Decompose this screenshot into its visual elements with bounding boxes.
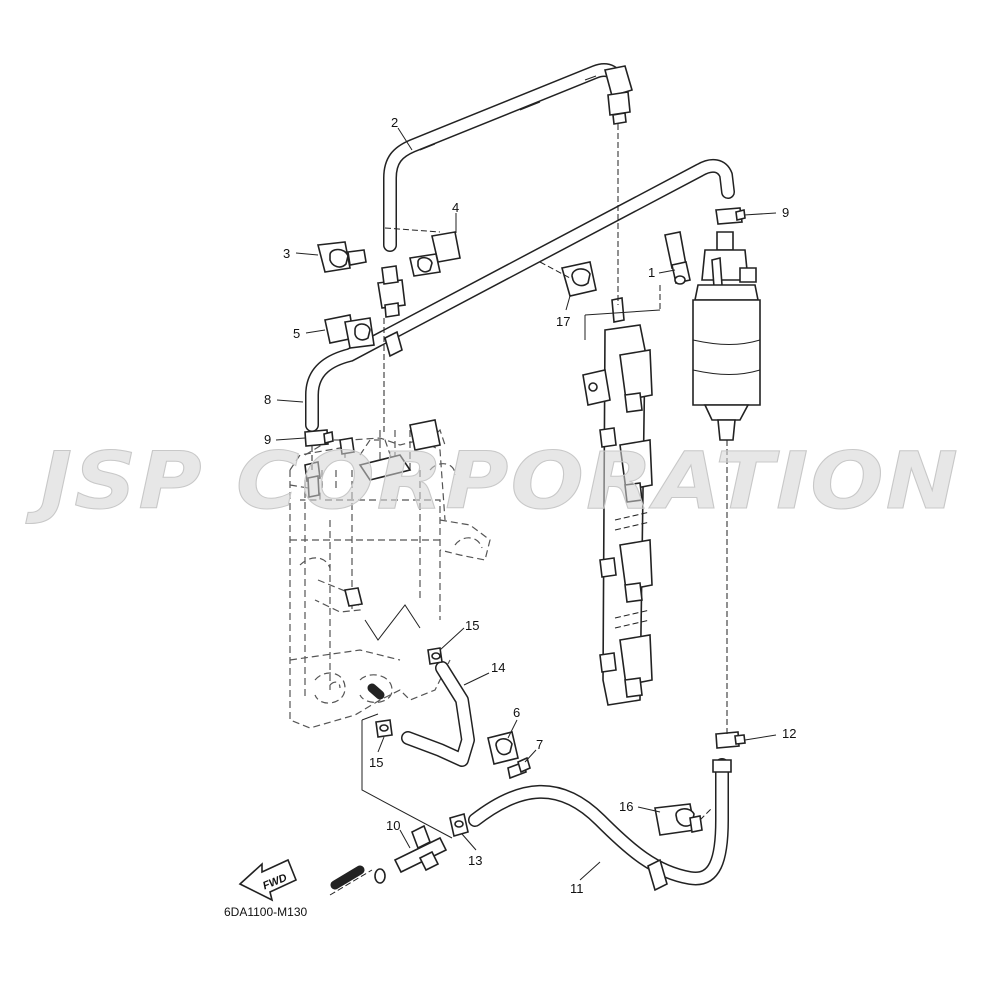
clamp-1: [664, 231, 691, 285]
clip-13: [449, 812, 469, 838]
bolt-7: [507, 756, 531, 780]
callout-leaders: [275, 127, 777, 881]
callout-12: 12: [782, 726, 796, 741]
clip-15-lower: [375, 719, 393, 738]
callout-15-lower: 15: [369, 755, 383, 770]
fitting-block: [304, 419, 441, 607]
forward-arrow: FWD: [238, 858, 298, 902]
callout-9-upper: 9: [782, 205, 789, 220]
injector-4: [619, 634, 653, 698]
connector-mid: [377, 265, 406, 318]
callout-4: 4: [452, 200, 459, 215]
callout-5: 5: [293, 326, 300, 341]
callout-15-upper: 15: [465, 618, 479, 633]
joint-10: [374, 824, 448, 884]
clip-15-upper: [427, 647, 443, 665]
injector-3: [619, 539, 653, 603]
fuel-rail: [582, 297, 653, 706]
cylinder-block-outline: [289, 428, 491, 729]
callout-labels: 1 2 3 4 5 6 7 8 9 9 10 11 12 13 14 15 15…: [264, 115, 796, 896]
watermark-text: JSP CORPORATION: [26, 437, 960, 527]
diagram-code: 6DA1100-M130: [224, 905, 307, 919]
callout-13: 13: [468, 853, 482, 868]
callout-2: 2: [391, 115, 398, 130]
hose-2: [383, 63, 625, 252]
hose-14: [401, 661, 475, 767]
clamp-5: [324, 314, 375, 349]
callout-7: 7: [536, 737, 543, 752]
pipe-lower: [329, 683, 385, 896]
callout-3: 3: [283, 246, 290, 261]
callout-6: 6: [513, 705, 520, 720]
clamp-6: [487, 731, 519, 765]
clip-9-upper: [715, 207, 746, 225]
hose-11: [468, 758, 732, 892]
callout-8: 8: [264, 392, 271, 407]
connection-lines: [311, 124, 728, 839]
watermark: JSP CORPORATION: [25, 437, 960, 528]
clamp-17: [560, 261, 597, 297]
clip-9-lower: [304, 429, 334, 447]
injector-2: [619, 439, 653, 503]
clamp-3: [316, 241, 367, 273]
injector-1: [619, 349, 653, 413]
fuel-pump: [692, 231, 761, 441]
hose-8: [305, 158, 735, 432]
callout-17: 17: [556, 314, 570, 329]
callout-9-lower: 9: [264, 432, 271, 447]
clip-12: [715, 731, 746, 749]
clamp-4: [409, 231, 461, 277]
callout-10: 10: [386, 818, 400, 833]
callout-11: 11: [570, 881, 584, 896]
callout-14: 14: [491, 660, 505, 675]
connector-top: [604, 65, 633, 125]
clamp-16: [654, 803, 703, 836]
callout-1: 1: [648, 265, 655, 280]
callout-16: 16: [619, 799, 633, 814]
